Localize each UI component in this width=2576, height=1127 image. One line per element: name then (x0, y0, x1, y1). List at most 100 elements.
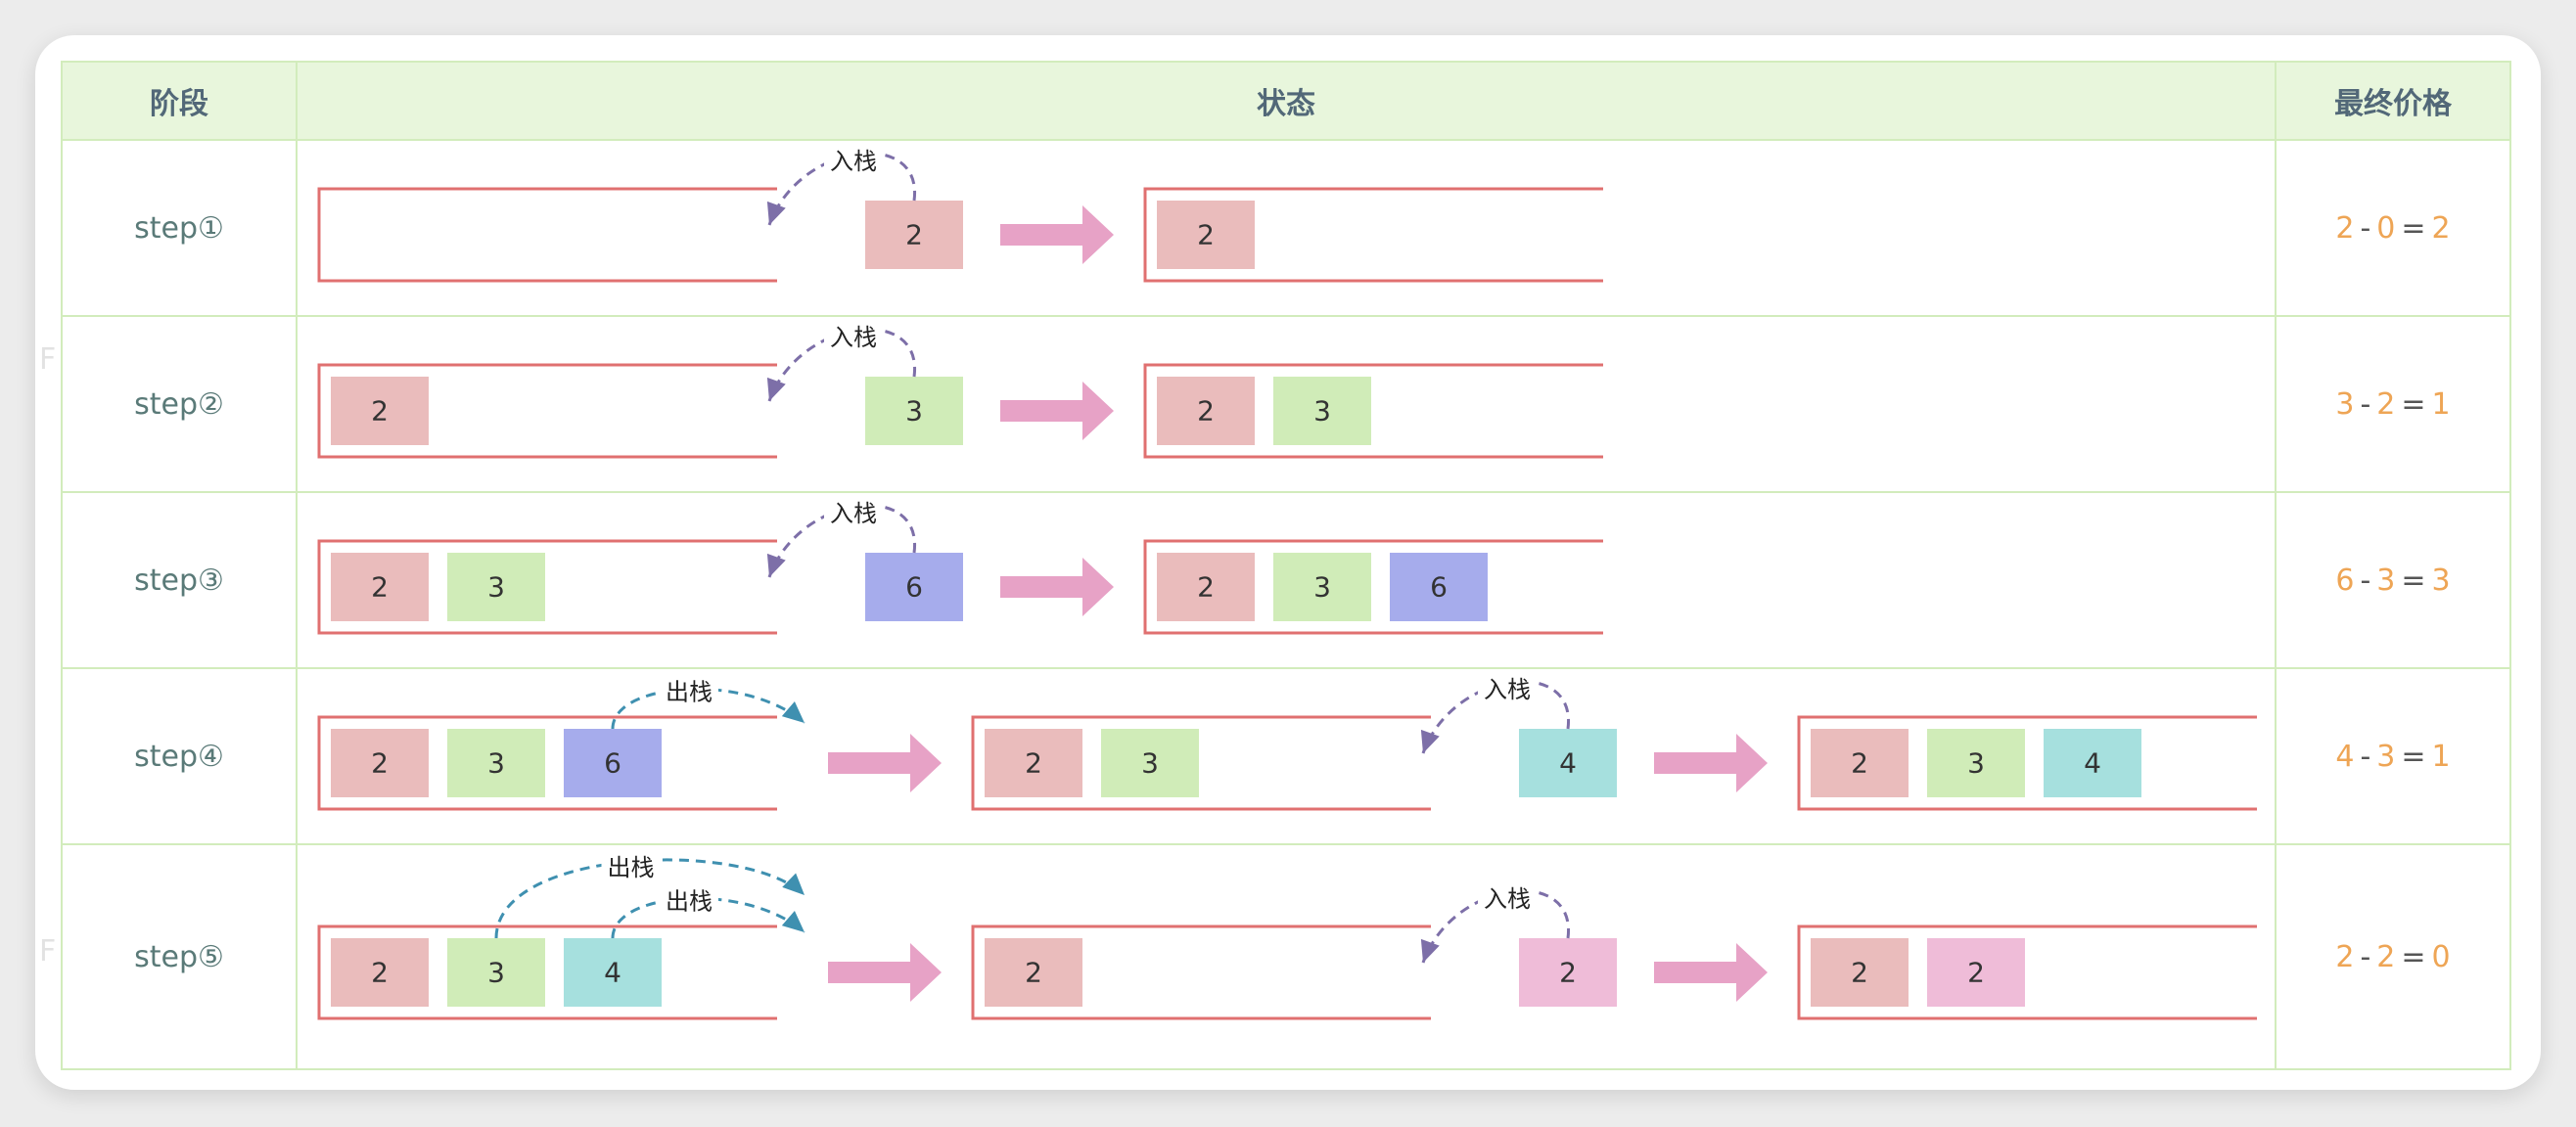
stack-box-label: 2 (1197, 219, 1215, 251)
stage-cell: step③ (61, 491, 298, 669)
stack-box-label: 3 (1313, 395, 1331, 428)
watermark-mark: F (39, 934, 57, 969)
stack-box-label: 2 (1025, 747, 1042, 780)
stage-cell: step① (61, 139, 298, 317)
transition-arrow (1000, 205, 1114, 264)
incoming-box-label: 4 (1559, 747, 1577, 780)
price-equals: = (2401, 739, 2426, 774)
stack-box (331, 938, 429, 1007)
push-arrowhead (766, 201, 786, 225)
push-label-bg (824, 322, 883, 353)
price-result: 1 (2431, 386, 2451, 422)
price-minus: - (2360, 939, 2371, 974)
stack-box (1101, 729, 1199, 797)
pop-arrowhead (781, 911, 805, 932)
price-cell: 4-3=1 (2275, 667, 2511, 845)
pop-label-bg (601, 852, 661, 884)
push-label: 入栈 (1484, 885, 1531, 913)
stack-box-label: 2 (371, 747, 389, 780)
header-price: 最终价格 (2275, 61, 2511, 141)
stack-box (564, 938, 662, 1007)
stack-container (1797, 715, 2257, 811)
stack-container (971, 924, 1431, 1020)
price-b: 3 (2376, 563, 2396, 598)
price-b: 3 (2376, 739, 2396, 774)
transition-arrow (1654, 734, 1768, 792)
state-cell: 2 入栈 2 (296, 139, 2277, 317)
price-result: 1 (2431, 739, 2451, 774)
price-b: 0 (2376, 210, 2396, 246)
transition-arrow (1000, 558, 1114, 616)
push-label-bg (1478, 674, 1537, 705)
price-cell: 6-3=3 (2275, 491, 2511, 669)
stack-box-label: 6 (1430, 571, 1448, 604)
stack-box (1390, 553, 1488, 621)
price-a: 6 (2335, 563, 2355, 598)
push-label: 入栈 (830, 148, 877, 175)
pop-arrow (494, 858, 806, 939)
pop-label-bg (660, 676, 718, 708)
watermark-mark: F (39, 342, 57, 377)
stack-box-label: 2 (371, 571, 389, 604)
price-equals: = (2401, 210, 2426, 246)
price-a: 2 (2335, 939, 2355, 974)
stack-container (1797, 924, 2257, 1020)
incoming-box-label: 3 (905, 395, 923, 428)
pop-label: 出栈 (666, 679, 713, 706)
stack-box (1811, 938, 1909, 1007)
price-b: 2 (2376, 386, 2396, 422)
price-equals: = (2401, 563, 2426, 598)
incoming-box-label: 2 (905, 219, 923, 251)
price-cell: 3-2=1 (2275, 315, 2511, 493)
stack-box (1157, 377, 1255, 445)
stack-box-label: 3 (487, 747, 505, 780)
stack-box-label: 2 (1025, 957, 1042, 989)
stack-box (2044, 729, 2141, 797)
price-a: 3 (2335, 386, 2355, 422)
incoming-box-label: 6 (905, 571, 923, 604)
stack-box-label: 3 (1967, 747, 1985, 780)
stack-box-label: 3 (1313, 571, 1331, 604)
stack-box (1273, 377, 1371, 445)
stack-box (1157, 201, 1255, 269)
stack-box (1157, 553, 1255, 621)
transition-arrow (828, 943, 942, 1002)
stack-box (447, 729, 545, 797)
price-result: 2 (2431, 210, 2451, 246)
stack-box (1927, 938, 2025, 1007)
incoming-box (1519, 729, 1617, 797)
stack-container (317, 187, 777, 283)
stack-box-label: 3 (487, 571, 505, 604)
incoming-box (865, 377, 963, 445)
stack-box (1927, 729, 2025, 797)
stack-box-label: 2 (1851, 957, 1868, 989)
price-a: 4 (2335, 739, 2355, 774)
incoming-box (865, 553, 963, 621)
stack-box-label: 4 (604, 957, 621, 989)
price-b: 2 (2376, 939, 2396, 974)
pop-label-bg (660, 885, 718, 918)
price-result: 0 (2431, 939, 2451, 974)
stack-box-label: 2 (1967, 957, 1985, 989)
stack-box-label: 2 (1851, 747, 1868, 780)
price-cell: 2-0=2 (2275, 139, 2511, 317)
push-label-bg (824, 498, 883, 529)
incoming-box (1519, 938, 1617, 1007)
pop-label: 出栈 (666, 888, 713, 916)
stack-box (985, 729, 1082, 797)
stack-box (331, 377, 429, 445)
price-result: 3 (2431, 563, 2451, 598)
push-arrowhead (1420, 729, 1440, 753)
transition-arrow (1000, 382, 1114, 440)
price-minus: - (2360, 210, 2371, 246)
stack-box (1273, 553, 1371, 621)
